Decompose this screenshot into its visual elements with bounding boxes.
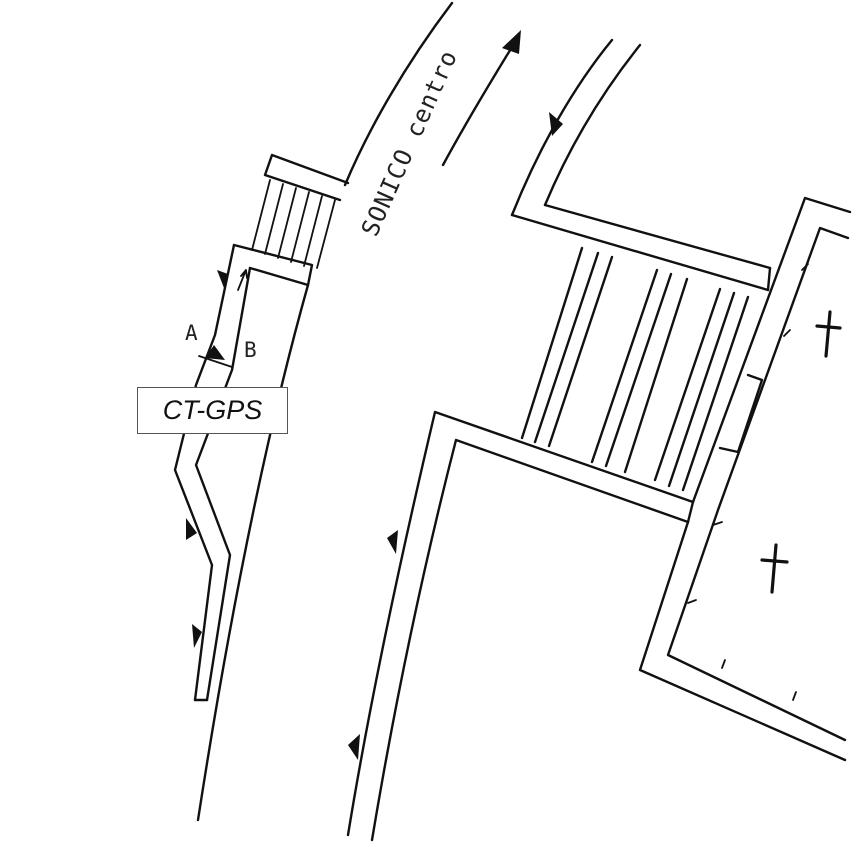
point-b-label: B [244, 338, 257, 362]
direction-triangle-marker [549, 112, 563, 136]
church-cross-icon [760, 543, 789, 594]
right-block-outer [638, 196, 852, 762]
lower-block-outer [346, 410, 695, 837]
lower-block-corner [686, 500, 695, 524]
right-road-outer-edge [510, 38, 614, 217]
upper-block-edge-inner [543, 203, 772, 270]
church-cross-icon [815, 310, 842, 358]
left-road-outer-edge [343, 1, 454, 187]
direction-triangle-marker [186, 518, 197, 540]
left-sidewalk-outer [173, 243, 236, 702]
street-name-label: SONICO centro [356, 46, 463, 241]
direction-triangle-marker [217, 270, 228, 288]
direction-triangle-marker [387, 530, 398, 554]
left-crosswalk-top-bar [263, 153, 350, 202]
survey-point-line [198, 355, 233, 368]
boundary-ticks [687, 263, 809, 701]
survey-direction-arrow [237, 269, 248, 291]
point-a-label: A [185, 321, 198, 345]
upper-block-edge-right [766, 266, 772, 292]
upper-block-edge-top [510, 213, 770, 292]
left-crosswalk-stripes [251, 179, 336, 269]
traffic-arrow-head [502, 30, 521, 54]
direction-triangle-marker [192, 624, 202, 648]
survey-point-marker [205, 345, 225, 360]
left-road-outer-edge-lower [196, 283, 310, 822]
right-crosswalk-stripes [520, 246, 750, 492]
right-road-inner-edge [543, 43, 642, 207]
ct-gps-label: CT-GPS [137, 387, 288, 434]
left-sidewalk-inner [194, 266, 252, 702]
lower-block-inner [370, 438, 690, 842]
direction-triangle-marker [348, 734, 360, 760]
right-block-inner [666, 226, 850, 742]
left-crosswalk-bottom-bar [232, 243, 314, 287]
traffic-arrow-shaft [441, 40, 517, 167]
right-block-notch [718, 373, 764, 454]
